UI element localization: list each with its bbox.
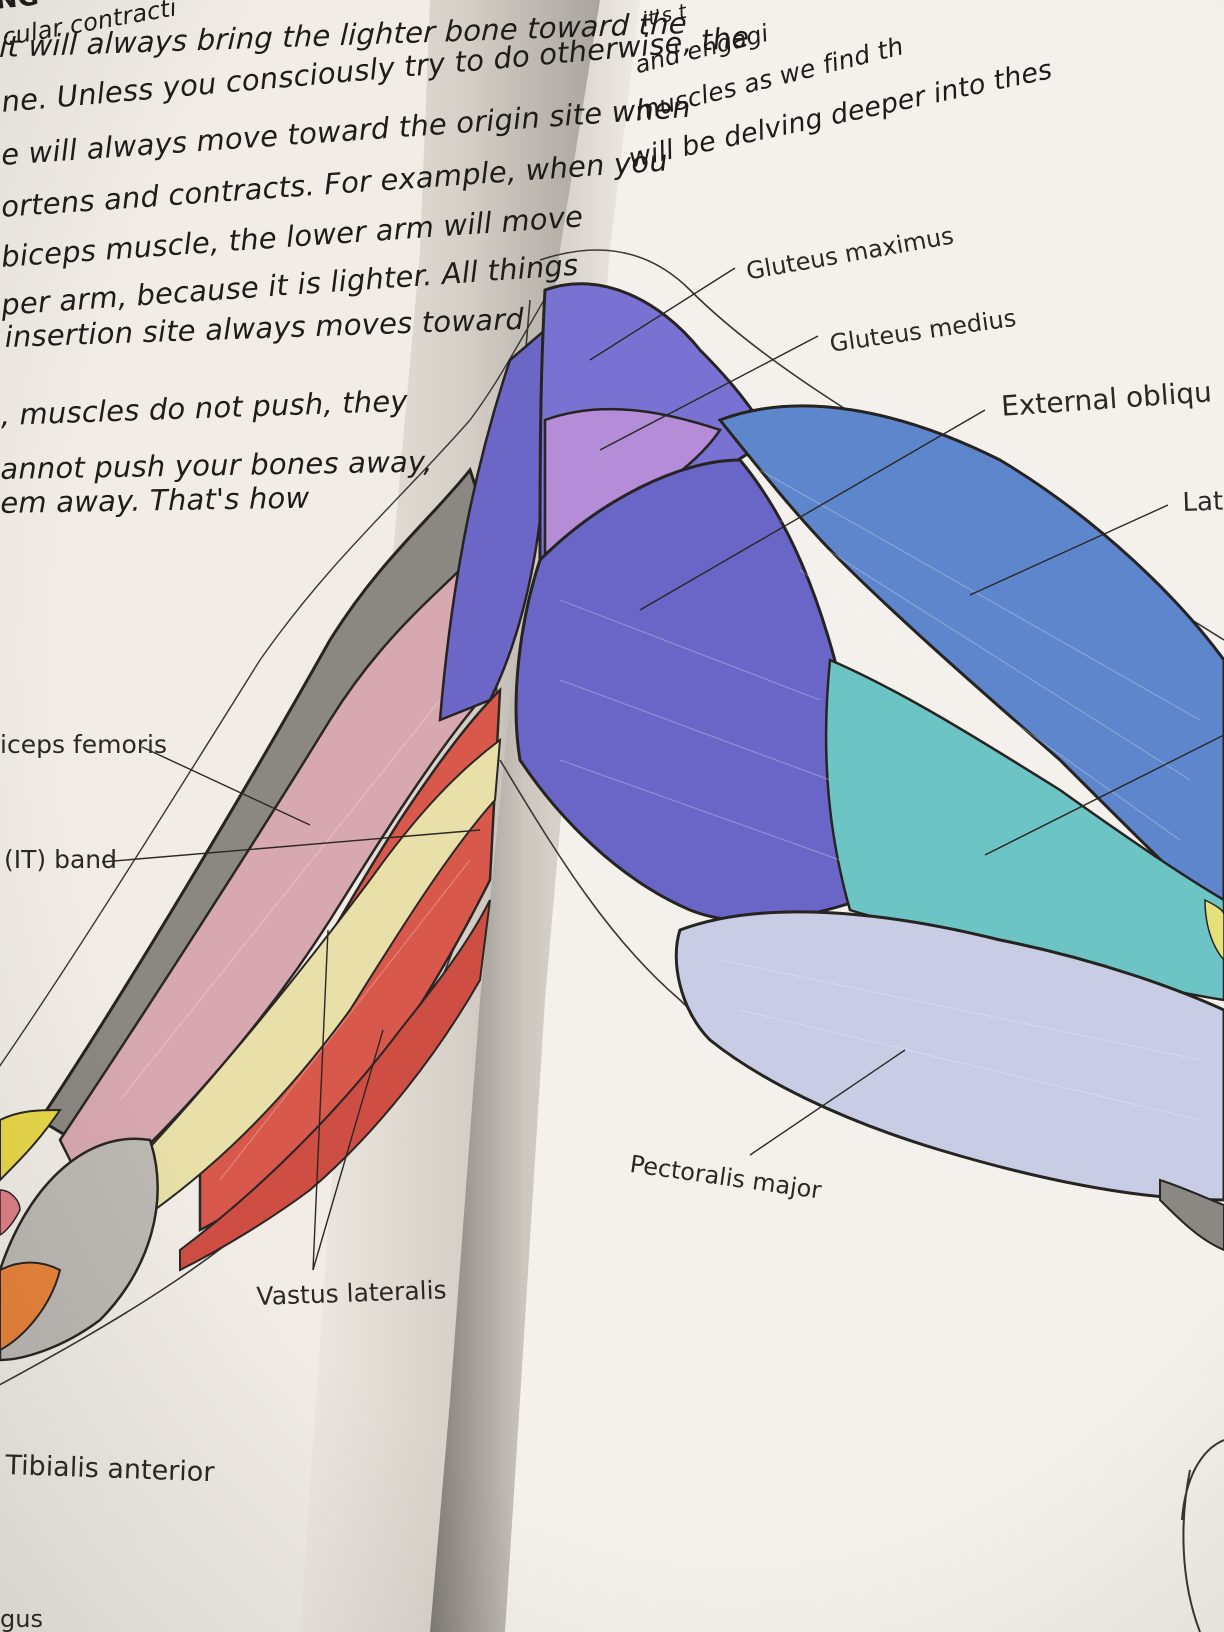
label-it-band: (IT) band xyxy=(4,845,118,874)
left-text-segment: em away. That's how xyxy=(0,480,310,520)
left-text-line: em away. That's how xyxy=(0,481,310,520)
label-bottom-fragment: gus xyxy=(0,1605,43,1632)
label-latissimus: Lat xyxy=(1182,486,1224,518)
label-biceps-femoris: iceps femoris xyxy=(0,730,167,759)
